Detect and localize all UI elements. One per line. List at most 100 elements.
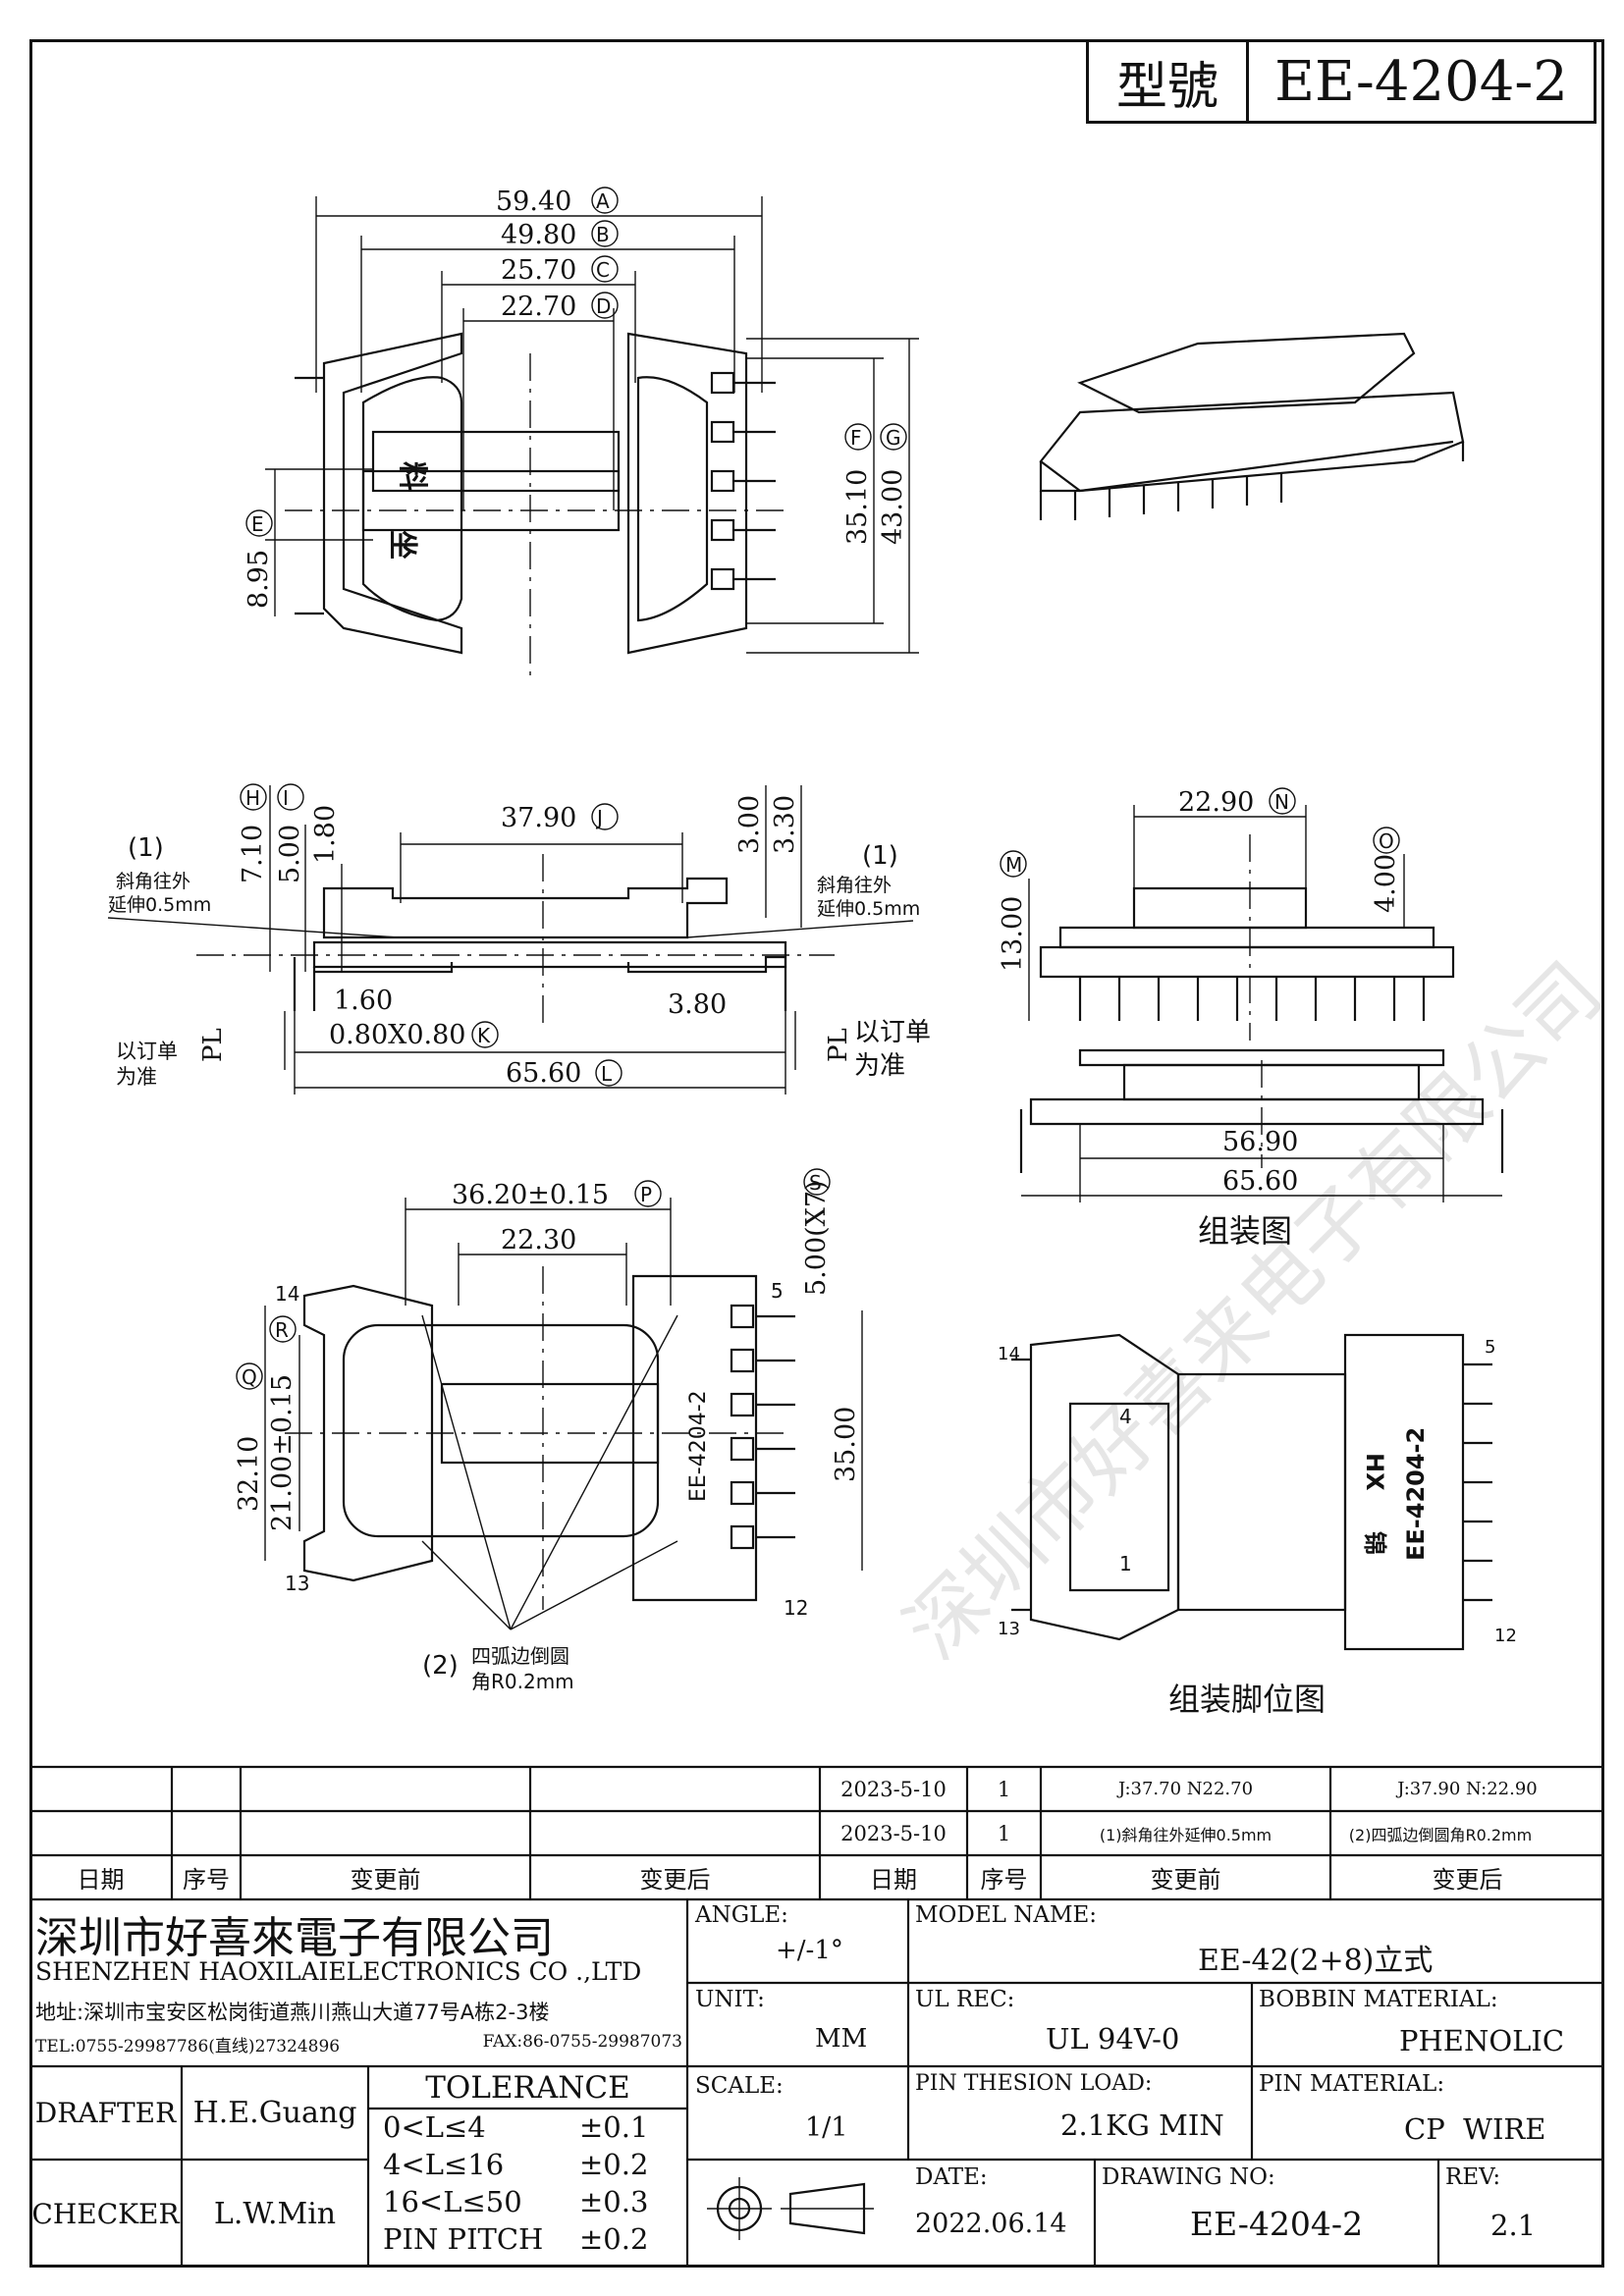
dim-f-value: 35.10 — [842, 469, 873, 545]
dim-j-key: J — [595, 806, 603, 829]
pl-pin-13: 13 — [998, 1619, 1020, 1639]
dim-g-key: G — [886, 426, 901, 450]
rev-value: 2.1 — [1490, 2209, 1537, 2242]
bobbin-label: BOBBIN MATERIAL: — [1259, 1987, 1498, 2012]
rev-header-before-1: 变更前 — [350, 1866, 421, 1894]
date-label: DATE: — [915, 2164, 988, 2190]
drawing-sheet — [29, 39, 1604, 2268]
note2-b: 角R0.2mm — [471, 1670, 574, 1693]
unit-label: UNIT: — [695, 1987, 765, 2012]
dim-3-80: 3.80 — [668, 989, 727, 1020]
tol-value-1: ±0.1 — [579, 2110, 649, 2144]
bottom-view: 36.20±0.15 P 22.30 EE-4204-2 14 13 5 12 … — [234, 1168, 863, 1693]
assembly-caption: 组装图 — [1198, 1212, 1292, 1250]
top-view-pins — [295, 371, 776, 615]
model-label: 型號 — [1089, 42, 1249, 121]
company-fax: FAX:86-0755-29987073 — [482, 2032, 682, 2052]
checker-value: L.W.Min — [213, 2196, 337, 2231]
rev-row2-seq: 1 — [997, 1821, 1011, 1845]
rev-row2-before: (1)斜角往外延伸0.5mm — [1099, 1825, 1272, 1844]
drafter-value: H.E.Guang — [192, 2096, 357, 2130]
pl-pin-4: 4 — [1119, 1405, 1132, 1428]
dim-b-key: B — [596, 223, 610, 246]
dim-p-value: 36.20±0.15 — [452, 1180, 609, 1210]
pl-note-left-b: 为准 — [116, 1065, 157, 1089]
dim-3-00: 3.00 — [734, 795, 765, 854]
pl-pin-14: 14 — [998, 1344, 1020, 1364]
tolerance-title: TOLERANCE — [425, 2069, 630, 2106]
dim-o-key: O — [1379, 829, 1394, 853]
dim-22-30: 22.30 — [501, 1225, 576, 1255]
note1-left-b: 延伸0.5mm — [108, 894, 211, 916]
dim-d-value: 22.70 — [501, 292, 576, 322]
dim-h-key: H — [245, 786, 260, 810]
angle-value: +/-1° — [776, 1936, 843, 1965]
tol-value-2: ±0.2 — [579, 2148, 649, 2181]
iso-pins — [1039, 442, 1465, 520]
unit-value: MM — [815, 2024, 868, 2054]
rev-header-date-1: 日期 — [77, 1866, 125, 1894]
watermark: 深圳市好喜来电子有限公司 — [888, 945, 1619, 1677]
tol-range-3: 16<L≤50 — [383, 2185, 522, 2218]
company-tel: TEL:0755-29987786(直线)27324896 — [35, 2037, 341, 2056]
dim-e-key: E — [251, 512, 264, 536]
material-label-1: 料 — [395, 461, 429, 491]
pin-12-label: 12 — [784, 1596, 808, 1620]
dim-r-value: 21.00±0.15 — [267, 1374, 298, 1531]
pin-layout-caption: 组装脚位图 — [1168, 1681, 1326, 1718]
rev-row1-before: J:37.70 N22.70 — [1117, 1779, 1254, 1799]
rev-header-before-2: 变更前 — [1150, 1866, 1221, 1894]
rev-header-seq-2: 序号 — [980, 1866, 1028, 1894]
dim-h-value: 7.10 — [238, 825, 268, 883]
front-view: 22.90 N 13.00 M 4.00 O — [998, 787, 1455, 1041]
model-title-box: 型號 EE-4204-2 — [1086, 39, 1597, 124]
drawing-no-label: DRAWING NO: — [1102, 2164, 1275, 2190]
pl-note-right-b: 为准 — [854, 1051, 905, 1081]
rev-row2-date: 2023-5-10 — [840, 1821, 947, 1845]
scale-label: SCALE: — [695, 2073, 784, 2099]
dim-e-value: 8.95 — [244, 550, 274, 609]
dim-r-key: R — [275, 1318, 289, 1342]
pin-load-label: PIN THESION LOAD: — [915, 2071, 1153, 2096]
title-block-grid — [29, 1899, 1604, 2268]
dim-i-key: I — [283, 786, 289, 810]
pl-pin-1: 1 — [1119, 1552, 1132, 1575]
dim-1-60: 1.60 — [334, 986, 393, 1016]
ul-value: UL 94V-0 — [1046, 2022, 1180, 2056]
model-number: EE-4204-2 — [1274, 49, 1568, 114]
model-name-value: EE-42(2+8)立式 — [1198, 1944, 1434, 1978]
note1-left-a: 斜角往外 — [116, 871, 190, 892]
note2-num: (2) — [422, 1651, 459, 1681]
dim-m-value: 13.00 — [998, 896, 1028, 972]
angle-label: ANGLE: — [695, 1902, 788, 1928]
date-value: 2022.06.14 — [915, 2209, 1067, 2239]
pin-14-label: 14 — [275, 1282, 299, 1306]
note2-a: 四弧边倒圆 — [471, 1644, 569, 1668]
dim-l-value: 65.60 — [506, 1058, 581, 1089]
tol-range-2: 4<L≤16 — [383, 2148, 505, 2181]
dim-q-value: 32.10 — [234, 1436, 264, 1512]
company-name-en: SHENZHEN HAOXILAIELECTRONICS CO .,LTD — [35, 1957, 642, 1986]
bottom-marking: EE-4204-2 — [686, 1390, 711, 1502]
dim-a-key: A — [596, 189, 610, 213]
dim-b-value: 49.80 — [501, 220, 576, 250]
dim-m-key: M — [1005, 853, 1022, 877]
note1-right-a: 斜角往外 — [817, 875, 892, 896]
drawing-no-value: EE-4204-2 — [1190, 2205, 1364, 2243]
dim-n-value: 22.90 — [1178, 787, 1254, 818]
dim-c-key: C — [596, 258, 610, 282]
pl-mark2: HX — [1361, 1453, 1388, 1491]
tol-value-4: ±0.2 — [579, 2222, 649, 2256]
dim-s-value: 5.00(X7) — [801, 1180, 832, 1296]
assembly-dim-2: 65.60 — [1222, 1166, 1298, 1197]
dim-l-key: L — [601, 1062, 613, 1086]
drafter-label: DRAFTER — [34, 2097, 177, 2129]
pl-marking: EE-4204-2 — [1402, 1427, 1430, 1561]
pin-layout-view: 14 13 5 12 4 1 EE-4204-2 HX 锦 组装脚位图 — [998, 1333, 1517, 1718]
model-name-label: MODEL NAME: — [915, 1902, 1098, 1928]
rev-row2-after: (2)四弧边倒圆角R0.2mm — [1348, 1825, 1533, 1844]
pl-note-left-a: 以订单 — [116, 1040, 178, 1063]
front-view-pins — [1078, 977, 1426, 1021]
assembly-dim-1: 56.90 — [1222, 1127, 1298, 1157]
